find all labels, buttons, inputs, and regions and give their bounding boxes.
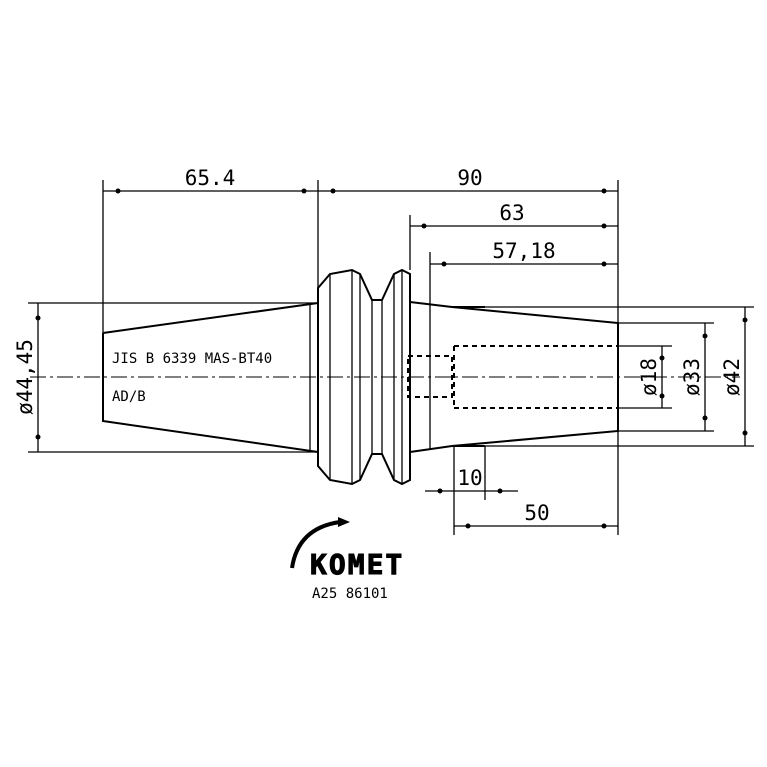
dim-dia-33: ø33	[680, 358, 704, 396]
logo-arc-icon	[290, 520, 341, 569]
tool-body	[409, 301, 619, 453]
bore-hidden-lines	[407, 345, 618, 409]
taper-form-label: AD/B	[112, 389, 146, 405]
dim-dia-44-45: ø44,45	[13, 339, 37, 415]
article-number: A25 86101	[312, 586, 388, 602]
dim-57-18: 57,18	[492, 239, 555, 263]
dim-50: 50	[524, 501, 549, 525]
dim-65-4: 65.4	[185, 166, 236, 190]
dim-dia-18: ø18	[637, 358, 661, 396]
logo-brand-text: KOMET	[310, 548, 404, 581]
dim-dia-42: ø42	[720, 358, 744, 396]
flange	[317, 268, 411, 486]
dimension-terminators	[35, 188, 748, 529]
taper-standard-label: JIS B 6339 MAS-BT40	[112, 351, 272, 367]
dim-63: 63	[499, 201, 524, 225]
dim-10: 10	[457, 466, 482, 490]
komet-logo: KOMET	[290, 517, 404, 582]
dim-90: 90	[457, 166, 482, 190]
